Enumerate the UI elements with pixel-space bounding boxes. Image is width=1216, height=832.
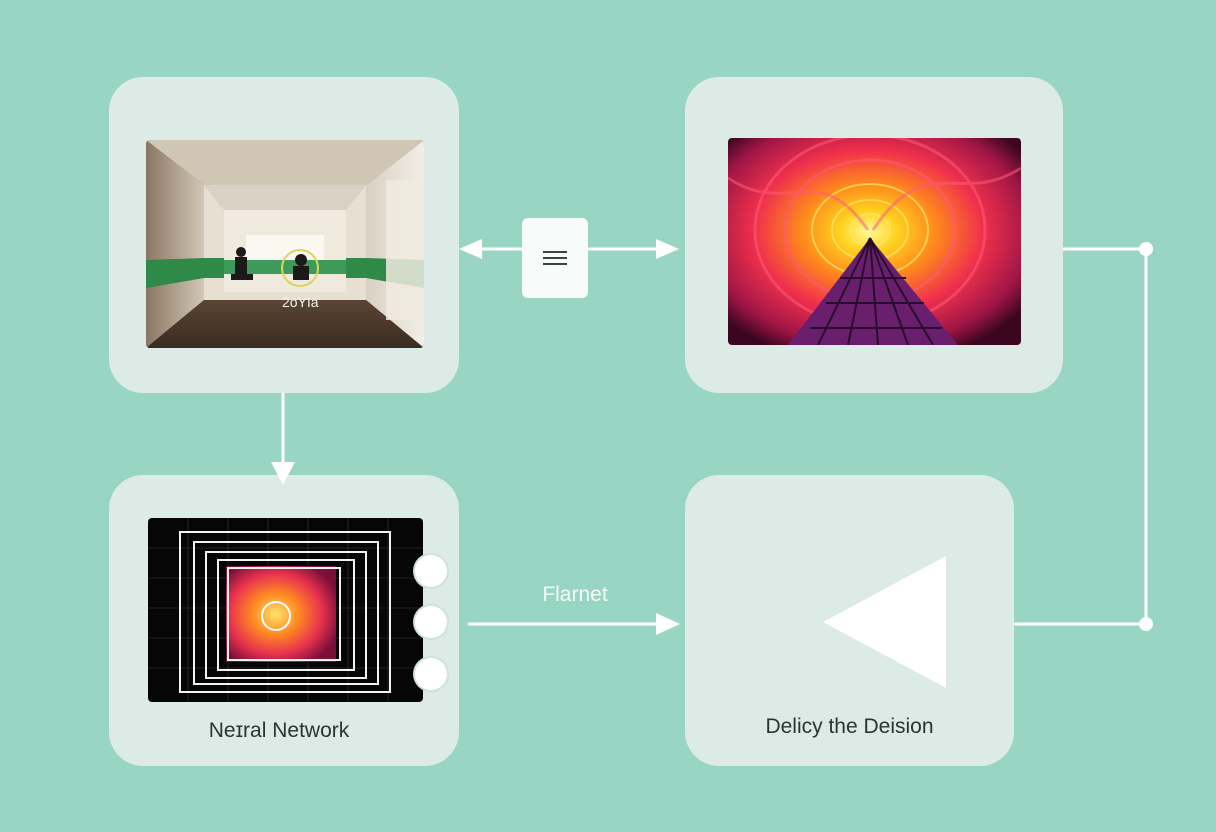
decision-label: Delicy the Deision <box>765 715 934 738</box>
arrowhead-left <box>459 239 482 259</box>
junction-bottom <box>1139 617 1153 631</box>
junction-top <box>1139 242 1153 256</box>
output-port-3[interactable] <box>415 658 447 690</box>
arrowhead-right <box>656 239 679 259</box>
arrowhead-down <box>271 462 295 485</box>
hallway-image <box>146 140 424 348</box>
output-port-1[interactable] <box>415 555 447 587</box>
arrowhead-right-lower <box>656 613 680 635</box>
connector-tunnel-decision-loop <box>1014 247 1148 626</box>
edge-label-flarnet: Flarnet <box>542 583 608 606</box>
menu-icon <box>543 251 567 265</box>
hallway-overlay-text: 2oYIa <box>282 294 319 310</box>
output-port-2[interactable] <box>415 606 447 638</box>
neural-network-image <box>148 518 423 702</box>
neural-network-label: Neɪral Network <box>208 719 350 742</box>
tunnel-image <box>728 138 1021 345</box>
menu-button[interactable] <box>522 218 588 298</box>
